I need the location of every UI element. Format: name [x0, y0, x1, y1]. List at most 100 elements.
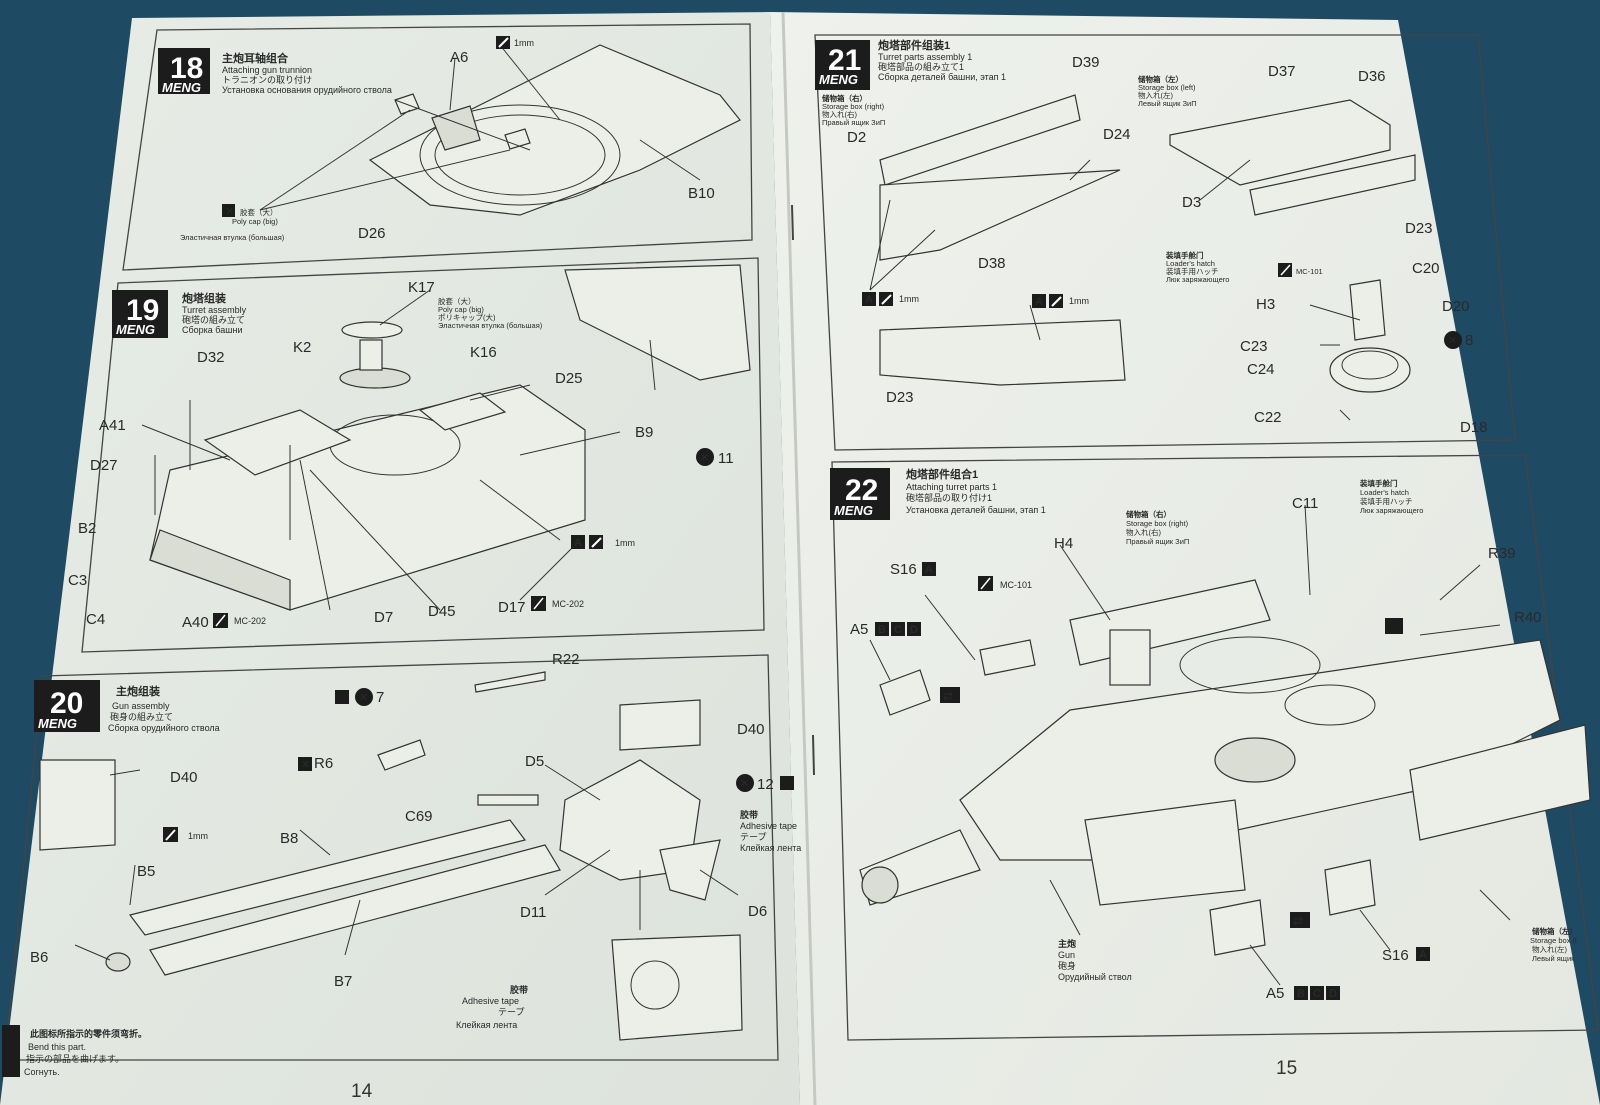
svg-text:✕: ✕: [740, 778, 749, 790]
step-title-ja: 砲塔部品の取り付け1: [906, 492, 992, 503]
part-label: B9: [635, 424, 653, 441]
hatch-en: Loader's hatch: [1360, 488, 1409, 497]
storage-left-ja: 物入れ(左): [1138, 90, 1173, 100]
part-label: D2: [847, 129, 866, 146]
part-label: K2: [293, 339, 311, 356]
poly-cap-icon: ✕: [222, 204, 235, 218]
svg-text:✕: ✕: [225, 206, 234, 218]
part-label: D23: [1405, 220, 1433, 237]
step-title-ja: 砲塔の組み立て: [182, 314, 245, 325]
part-label: D36: [1358, 68, 1386, 85]
poly-cap-ja: ポリキャップ(大): [438, 312, 496, 322]
svg-text:C: C: [1313, 988, 1321, 1000]
poly-cap-zh: 胶套（大）: [438, 296, 476, 306]
drill-icon: A: [571, 535, 603, 549]
badge-A: A: [922, 562, 936, 576]
storage-left-zh: 储物箱（左）: [1532, 926, 1577, 936]
storage-left-ru: Левый ящик ЗиП: [1138, 99, 1197, 108]
part-label: S16: [890, 561, 917, 578]
part-label: S16: [1382, 947, 1409, 964]
step-title-en: Turret assembly: [182, 305, 247, 315]
quantity: 12: [757, 776, 774, 793]
step-number: 19: [126, 294, 159, 327]
part-label: A5: [850, 621, 868, 638]
hatch-ja: 装填手用ハッチ: [1360, 496, 1413, 506]
hatch-en: Loader's hatch: [1166, 259, 1215, 268]
part-label: B10: [688, 185, 715, 202]
svg-text:A: A: [1419, 949, 1427, 961]
part-label: D45: [428, 603, 456, 620]
brand-logo: MENG: [116, 322, 155, 337]
svg-text:⇄: ⇄: [943, 689, 953, 703]
brand-logo: MENG: [38, 716, 77, 731]
part-label: D5: [525, 753, 544, 770]
svg-text:✕: ✕: [1448, 335, 1457, 347]
step-title-ru: Установка деталей башни, этап 1: [906, 505, 1046, 515]
step-badge-22: 22 MENG: [830, 468, 890, 520]
part-label: K16: [470, 344, 497, 361]
tape-ja: テープ: [740, 832, 766, 842]
step-badge-19: 19 MENG: [112, 290, 168, 338]
staples: [791, 204, 815, 776]
step-badge-20: 20 MENG: [34, 680, 100, 732]
part-label: D32: [197, 349, 225, 366]
gun-barrel-drawing: [39, 671, 743, 1041]
part-label: D39: [1072, 54, 1100, 71]
step-badge-21: 21 MENG: [815, 40, 870, 90]
step-title-ru: Сборка деталей башни, этап 1: [878, 72, 1006, 82]
storage-right-zh: 储物箱（右）: [1126, 509, 1171, 519]
part-label: K17: [408, 279, 435, 296]
step-title-ru: Установка основания орудийного ствола: [222, 85, 392, 95]
bend-note: 此图标所指示的零件须弯折。 Bend this part. 指示の部品を曲げます…: [2, 1025, 147, 1077]
part-label: C11: [1292, 495, 1318, 512]
glue-icon: [213, 596, 546, 628]
badge-A: A: [1416, 947, 1430, 961]
part-label: D24: [1103, 126, 1131, 143]
storage-left-ru: Левый ящик: [1532, 954, 1575, 963]
svg-text:A: A: [574, 537, 582, 549]
part-label: H3: [1256, 296, 1275, 313]
part-label: D23: [886, 389, 914, 406]
glue-icon: [1278, 263, 1292, 277]
svg-text:✕: ✕: [359, 692, 368, 704]
step-18: 18 MENG 主炮耳轴组合 Attaching gun trunnion トラ…: [122, 23, 753, 271]
storage-right-ja: 物入れ(右): [822, 109, 857, 119]
gun-en: Gun: [1058, 950, 1075, 960]
badges-BCD: B C D: [875, 622, 921, 636]
part-label: D25: [555, 370, 583, 387]
drill-size: 1mm: [514, 38, 534, 48]
quantity: 8: [1465, 332, 1473, 349]
svg-text:D: D: [1329, 988, 1337, 1000]
part-label: C3: [68, 572, 87, 589]
poly-cap-zh: 胶套（大）: [240, 207, 278, 217]
part-label: A41: [99, 417, 126, 434]
tape-ja: テープ: [498, 1007, 524, 1017]
part-label: C24: [1247, 361, 1275, 378]
step-number: 22: [845, 474, 878, 507]
step-title-zh: 主炮耳轴组合: [222, 51, 289, 65]
storage-right-zh: 储物箱（右）: [822, 93, 867, 103]
poly-cap-ru: Эластичная втулка (большая): [438, 321, 543, 330]
svg-text:A: A: [865, 294, 873, 306]
tape-zh: 胶带: [740, 809, 758, 820]
gun-ru: Орудийный ствол: [1058, 972, 1132, 982]
svg-text:✕: ✕: [301, 759, 310, 771]
step-20: 20 MENG 主炮组装 Gun assembly 砲身の組み立て Сборка…: [4, 651, 801, 1061]
step-title-ja: トラニオンの取り付け: [222, 75, 312, 85]
step-title-zh: 炮塔部件组合1: [906, 467, 978, 481]
svg-text:A: A: [1035, 296, 1043, 308]
turret-roof-drawing: [259, 44, 741, 216]
part-label: R6: [314, 755, 333, 772]
part-label: D37: [1268, 63, 1296, 80]
part-label: C4: [86, 611, 105, 628]
step-title-ja: 砲身の組み立て: [110, 711, 173, 722]
part-label: D7: [374, 609, 393, 626]
tape-ru: Клейкая лента: [456, 1020, 517, 1030]
drill-icon: A A: [862, 292, 1063, 308]
remove-parts-icon: ✕: [1444, 331, 1462, 349]
part-label: B5: [137, 863, 155, 880]
storage-left-en: Storage box (left): [1138, 83, 1196, 92]
poly-cap-ru: Эластичная втулка (большая): [180, 233, 285, 242]
remove-parts-icon: ✕: [736, 774, 794, 792]
